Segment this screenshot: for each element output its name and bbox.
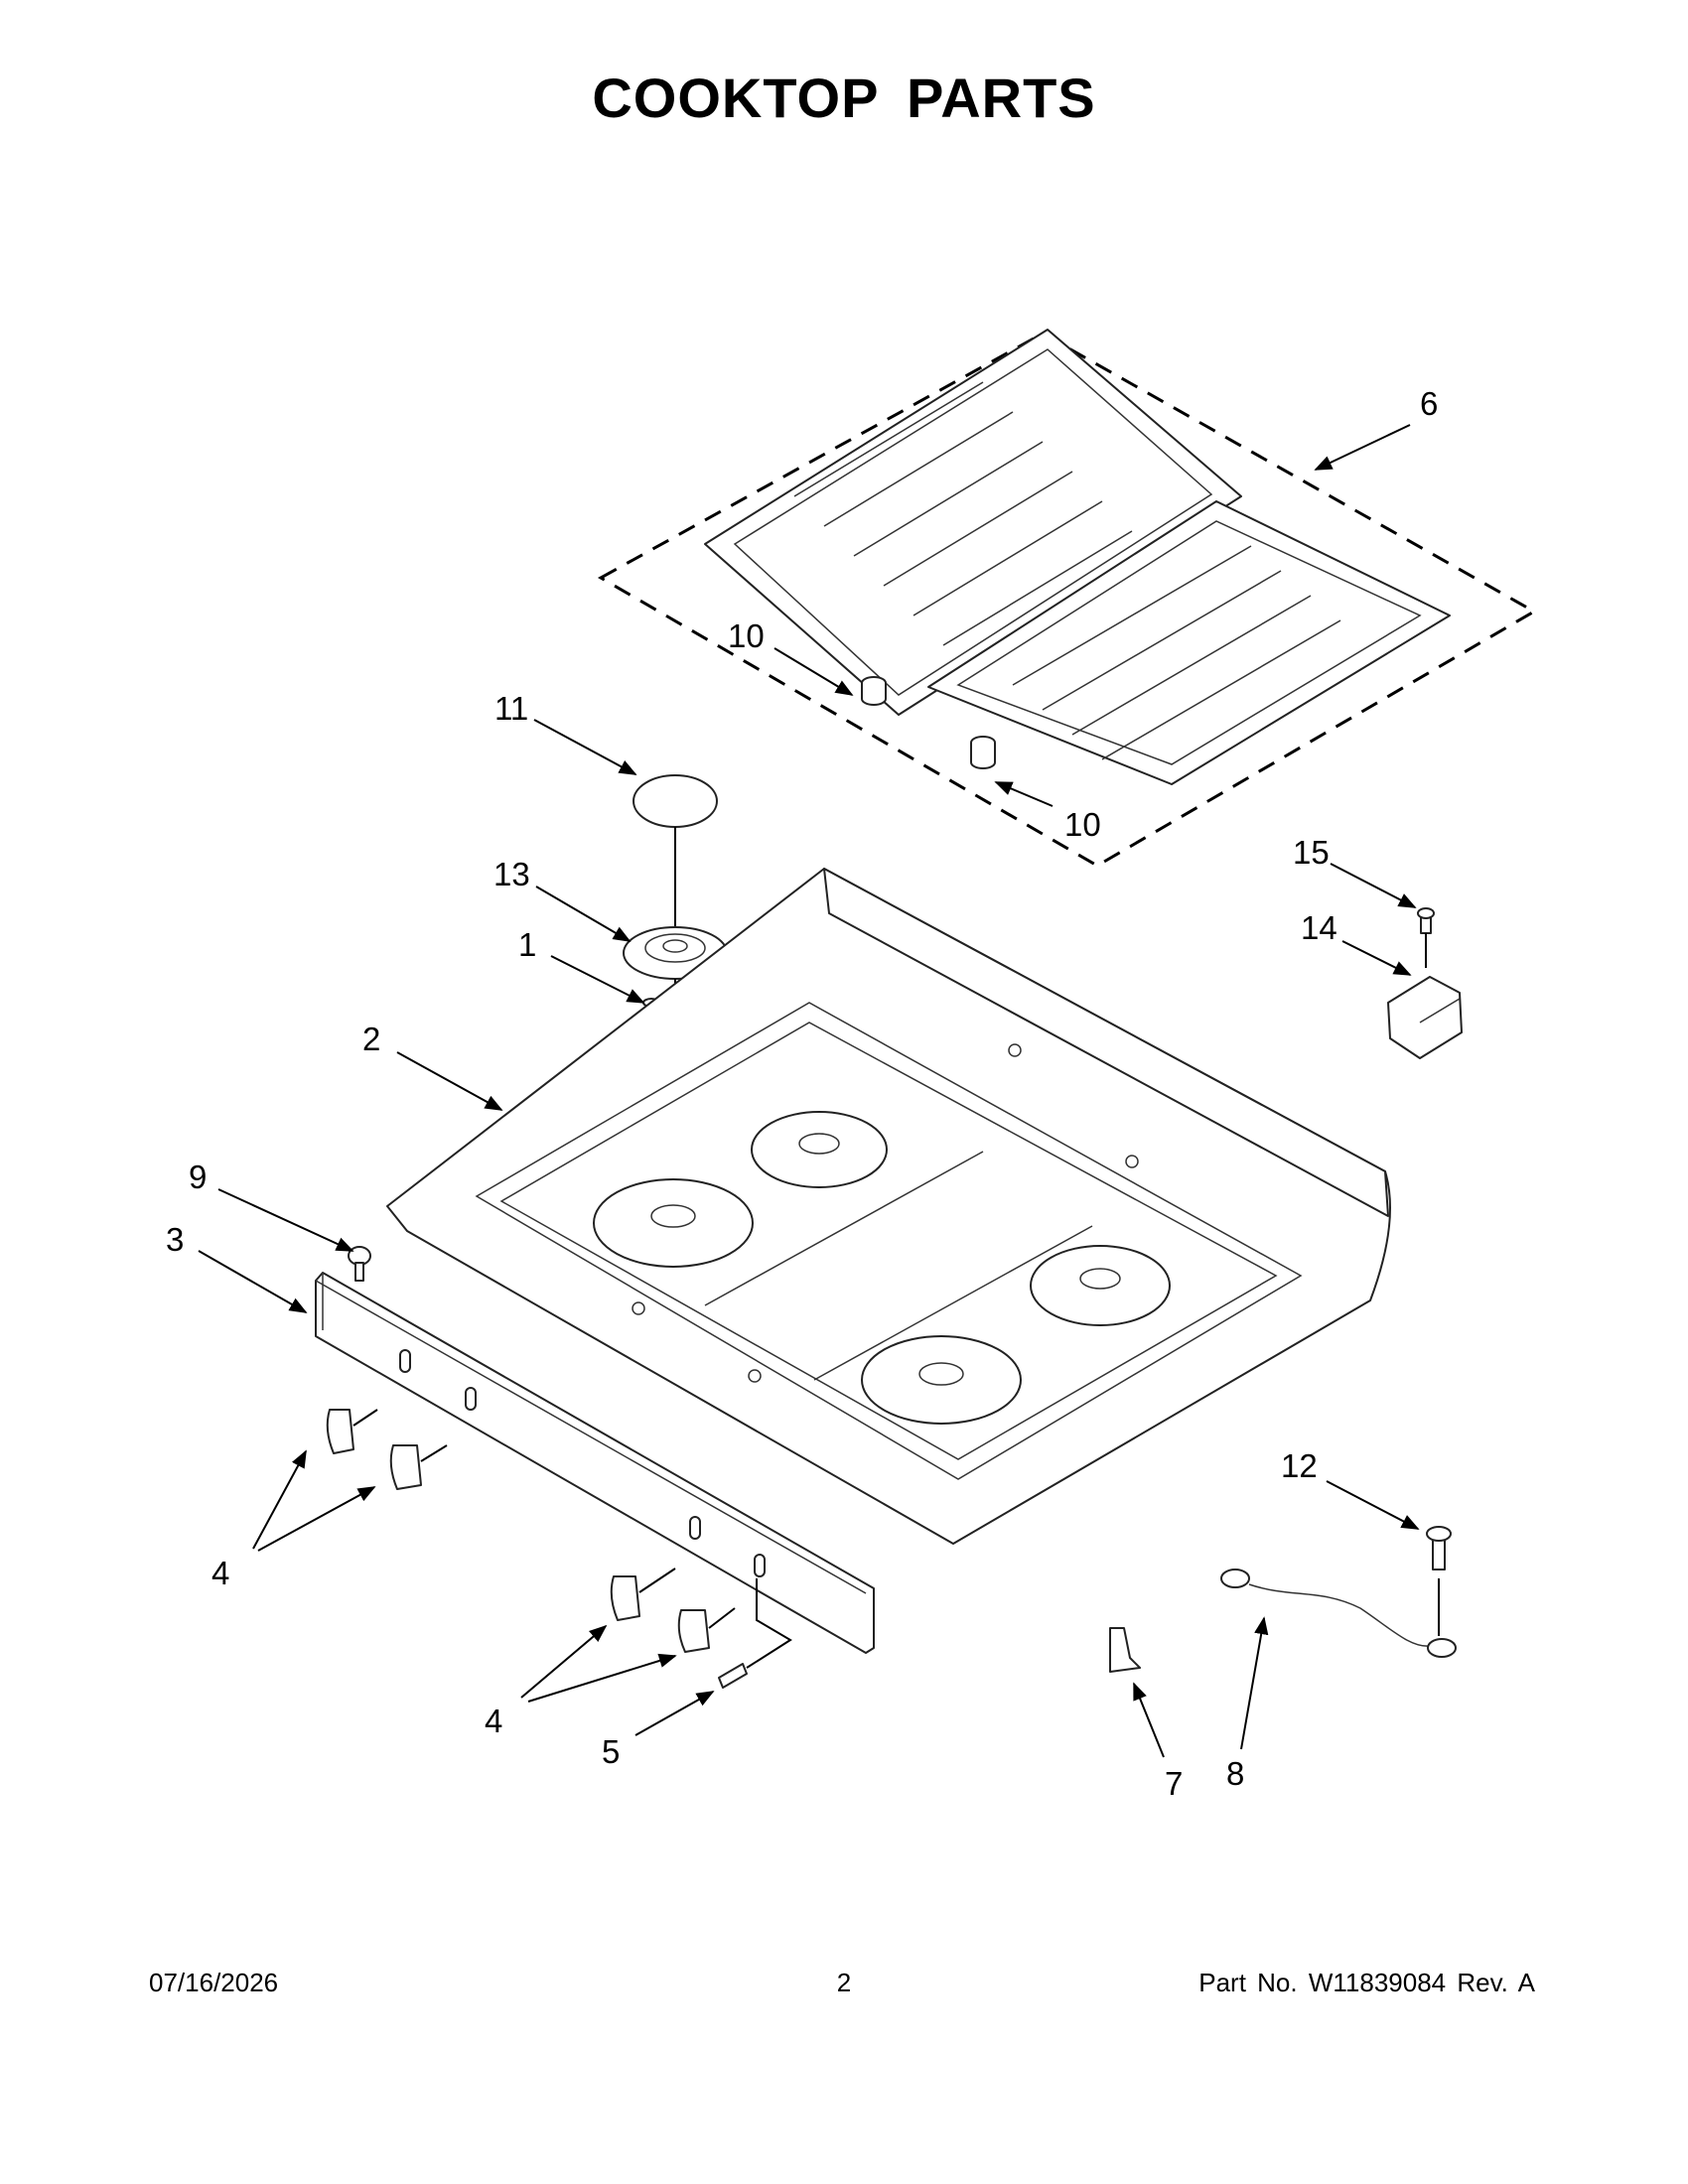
grate-assembly — [597, 329, 1538, 868]
burner-recess-rear-right — [1030, 1245, 1171, 1326]
callout-4-left: 4 — [211, 1555, 229, 1591]
burner-knob-2 — [389, 1444, 422, 1490]
leader-lines — [198, 424, 1420, 1758]
grate-foot-a — [861, 676, 887, 706]
callout-3: 3 — [166, 1221, 184, 1258]
screw-5 — [718, 1663, 748, 1689]
footer-page-number: 2 — [836, 1968, 852, 1997]
burner-knob-1 — [326, 1409, 354, 1454]
cooktop-bracket — [1387, 976, 1463, 1059]
callout-12: 12 — [1281, 1447, 1318, 1484]
callout-6: 6 — [1420, 385, 1438, 422]
callout-14: 14 — [1301, 909, 1337, 946]
callout-labels: 6 10 10 11 13 1 2 9 3 4 4 5 7 8 12 15 14 — [166, 385, 1438, 1802]
callout-11: 11 — [494, 690, 528, 727]
callout-2: 2 — [362, 1021, 380, 1057]
callout-10-upper: 10 — [728, 617, 765, 654]
spring-clip — [1109, 1627, 1141, 1673]
callout-9: 9 — [189, 1159, 207, 1195]
callout-7: 7 — [1165, 1765, 1183, 1802]
burner-recess-rear-left — [751, 1111, 888, 1188]
burner-cap — [633, 774, 718, 828]
burner-recess-front-right — [861, 1335, 1022, 1425]
footer-part-number: Part No. W11839084 Rev. A — [1198, 1968, 1535, 1997]
callout-10-lower: 10 — [1064, 806, 1101, 843]
left-grate — [704, 329, 1242, 716]
cooktop — [386, 868, 1391, 1545]
bracket-screw — [1417, 907, 1435, 934]
grate-group-outline — [597, 332, 1538, 868]
callout-13: 13 — [493, 856, 530, 892]
knob-stem-9 — [348, 1246, 371, 1282]
manifold-panel — [315, 1272, 875, 1654]
burner-knob-3 — [610, 1575, 640, 1621]
ground-wire — [1220, 1569, 1457, 1658]
right-grate — [927, 500, 1451, 785]
callout-15: 15 — [1293, 834, 1330, 871]
callout-5: 5 — [602, 1733, 620, 1770]
burner-recess-front-left — [593, 1178, 754, 1268]
ground-screw — [1426, 1526, 1452, 1570]
burner-knob-4 — [677, 1609, 710, 1653]
footer-date: 07/16/2026 — [149, 1968, 279, 1997]
callout-8: 8 — [1226, 1755, 1244, 1792]
grate-foot-b — [970, 736, 996, 769]
callout-4-right: 4 — [485, 1703, 502, 1739]
page-title: COOKTOP PARTS — [592, 67, 1096, 129]
callout-1: 1 — [518, 926, 536, 963]
